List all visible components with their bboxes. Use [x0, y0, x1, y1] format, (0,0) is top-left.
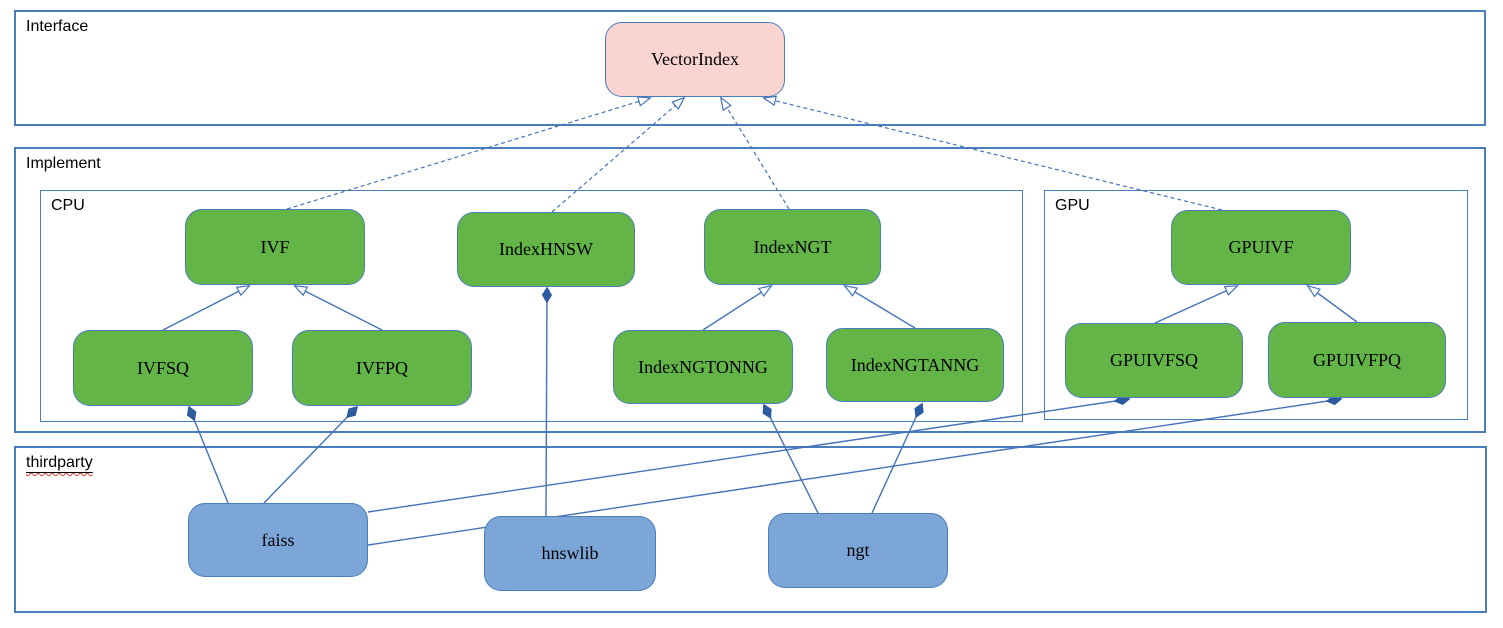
node-vectorindex-label: VectorIndex [651, 49, 739, 69]
edge-faiss-to-gpuivfsq [367, 395, 1131, 513]
edge-indexngtonng-to-indexngt [702, 286, 771, 331]
node-indexngtonng-label: IndexNGTONNG [638, 356, 768, 377]
edge-ivfpq-to-ivf [295, 286, 383, 331]
node-gpuivfpq: GPUIVFPQ [1268, 322, 1446, 398]
node-gpuivf: GPUIVF [1171, 210, 1351, 285]
container-label-interface: Interface [26, 18, 89, 35]
edge-ngt-to-indexngtanng [871, 402, 924, 514]
container-label-gpu: GPU [1055, 197, 1090, 214]
node-indexngtanng-label: IndexNGTANNG [850, 354, 980, 375]
node-faiss: faiss [188, 503, 368, 577]
edge-indexhnsw-to-vectorindex [551, 98, 684, 213]
node-ivfpq: IVFPQ [292, 330, 472, 406]
node-ngt: ngt [768, 513, 948, 588]
edge-indexngt-to-vectorindex [721, 98, 790, 210]
edge-ivfsq-to-ivf [162, 286, 249, 331]
node-faiss-label: faiss [261, 529, 295, 550]
node-indexngt: IndexNGT [704, 209, 881, 285]
container-label-implement: Implement [26, 155, 101, 172]
node-hnswlib-label: hnswlib [541, 543, 599, 563]
container-gpu: GPU [1044, 190, 1468, 420]
edge-indexngtanng-to-indexngt [845, 286, 916, 329]
node-indexngt-label: IndexNGT [753, 236, 832, 257]
node-indexhnsw: IndexHNSW [457, 212, 635, 287]
edge-faiss-to-ivfsq [186, 405, 229, 504]
container-label-cpu: CPU [51, 197, 85, 214]
container-implement: Implement [14, 147, 1486, 433]
node-ivf: IVF [185, 209, 365, 285]
node-indexngtonng: IndexNGTONNG [613, 330, 793, 404]
node-indexngtanng: IndexNGTANNG [826, 328, 1004, 402]
container-interface: Interface [14, 10, 1486, 126]
container-label-thirdparty: thirdparty [26, 454, 93, 472]
edge-gpuivfpq-to-gpuivf [1308, 286, 1358, 323]
edge-ngt-to-indexngtonng [762, 403, 819, 514]
node-gpuivf-label: GPUIVF [1228, 237, 1294, 257]
node-gpuivfpq-label: GPUIVFPQ [1312, 349, 1402, 370]
edge-faiss-to-ivfpq [263, 405, 359, 504]
edge-ivf-to-vectorindex [286, 98, 650, 210]
node-gpuivfsq: GPUIVFSQ [1065, 323, 1243, 398]
node-indexhnsw-label: IndexHNSW [499, 239, 593, 259]
node-vectorindex: VectorIndex [605, 22, 785, 97]
node-ivfsq: IVFSQ [73, 330, 253, 406]
node-ivfpq-label: IVFPQ [355, 357, 408, 378]
node-ivfsq-label: IVFSQ [136, 357, 189, 378]
edge-hnswlib-to-indexhnsw [541, 286, 553, 517]
edge-gpuivfsq-to-gpuivf [1154, 286, 1237, 324]
container-cpu: CPU [40, 190, 1023, 422]
spellcheck-squiggle: thirdparty [26, 454, 93, 471]
edge-gpuivf-to-vectorindex [764, 98, 1223, 211]
node-ngt-label: ngt [846, 540, 870, 560]
node-hnswlib: hnswlib [484, 516, 656, 591]
container-thirdparty: thirdparty [14, 446, 1487, 613]
node-ivf-label: IVF [260, 236, 290, 257]
node-gpuivfsq-label: GPUIVFSQ [1109, 350, 1199, 370]
